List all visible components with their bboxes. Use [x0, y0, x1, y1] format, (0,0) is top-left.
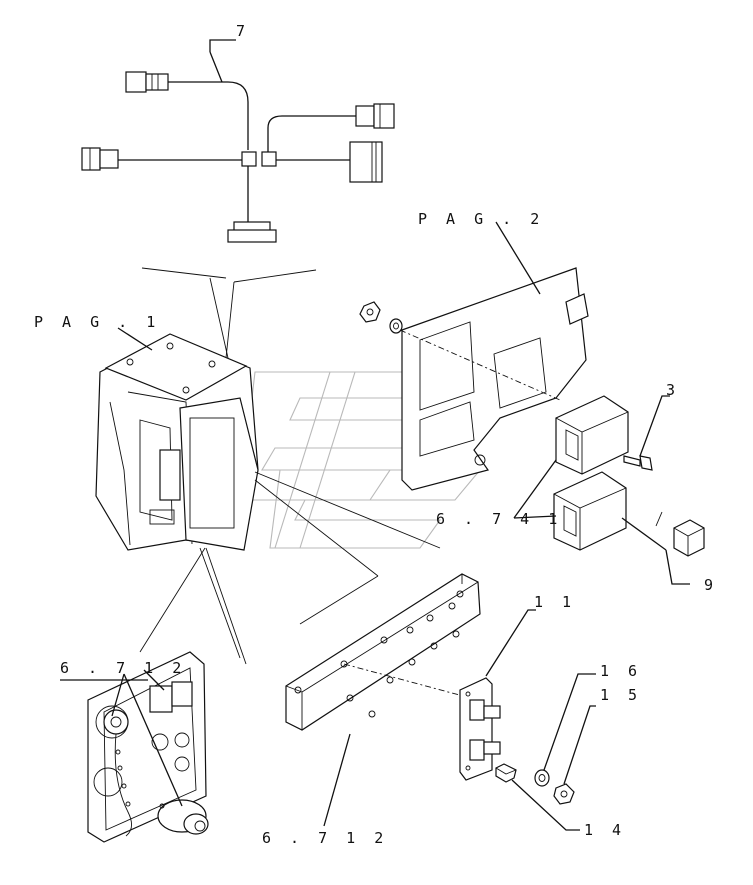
view-lines-cab [139, 471, 441, 665]
label-ref-16: 1 6 [600, 662, 642, 680]
leader-line-15 [563, 705, 596, 785]
harness-connector-b [81, 147, 119, 171]
axis-line-bottom [343, 663, 479, 701]
label-ref-15: 1 5 [600, 686, 642, 704]
leader-line-6712a [111, 673, 125, 717]
label-ref-14: 1 4 [584, 821, 626, 839]
module-lower [553, 471, 627, 551]
label-ref-6741: 6 . 7 4 1 [436, 510, 562, 528]
leader-line-9a [621, 517, 667, 551]
cab-assembly [95, 333, 259, 551]
leader-line-7b [209, 51, 223, 83]
drilled-plate [285, 573, 481, 731]
label-ref-7: 7 [236, 22, 250, 40]
label-ref-11: 1 1 [534, 593, 576, 611]
leader-line-3 [639, 395, 670, 457]
label-ref-3: 3 [666, 381, 680, 399]
relay-9 [655, 511, 705, 557]
harness-connector-d [349, 141, 383, 183]
label-pag-1: P A G . 1 [34, 313, 160, 331]
label-ref-6712-left: 6 . 7 1 2 [60, 659, 186, 677]
leader-line-6712c [123, 673, 183, 807]
harness-connector-a [125, 71, 169, 93]
harness-connector-c [355, 103, 395, 129]
bolt-3 [623, 455, 653, 471]
washer-16 [534, 769, 550, 787]
leader-line-6741b [513, 515, 557, 519]
label-ref-9: 9 [704, 576, 718, 594]
label-pag-2: P A G . 2 [418, 210, 544, 228]
leader-line-6741a [513, 459, 557, 519]
block-14 [495, 763, 517, 783]
leader-line-6712b [323, 733, 351, 827]
bracket-plate [401, 267, 589, 491]
nut-and-washer-top [359, 301, 403, 334]
leader-line-pag2 [495, 221, 541, 295]
leader-line-11 [485, 609, 536, 677]
leader-line-7 [209, 39, 236, 52]
view-lines-top [141, 267, 317, 359]
leader-line-pag1 [117, 327, 153, 351]
module-upper [555, 395, 629, 475]
leader-line-14 [511, 779, 580, 831]
label-ref-6712-bottom: 6 . 7 1 2 [262, 829, 388, 847]
axis-line-top [399, 329, 561, 401]
leader-line-9 [665, 549, 690, 585]
leader-line-16 [543, 673, 596, 771]
wiring-harness [81, 71, 395, 243]
nut-15 [553, 783, 575, 805]
switch-bracket-11 [459, 677, 501, 781]
leader-line-6712d [143, 669, 165, 691]
harness-connector-e [227, 221, 277, 243]
